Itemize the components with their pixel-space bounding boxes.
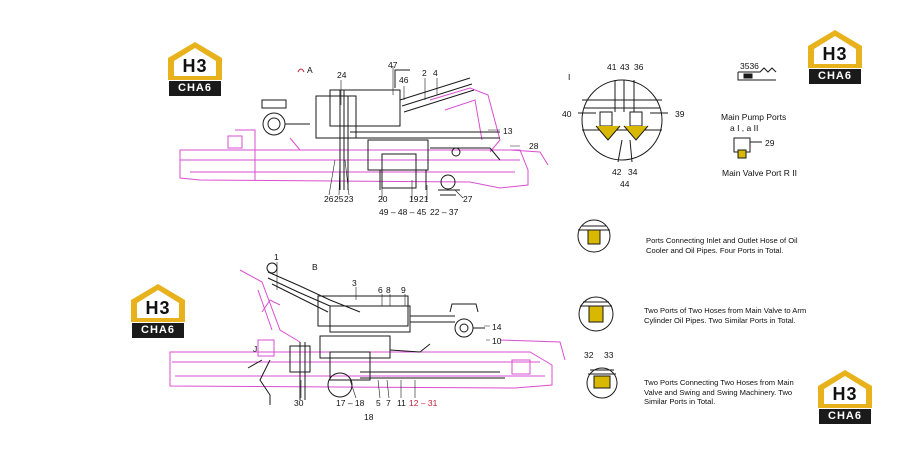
- callouts-detail: 41 43 36 40 39 42 34 44 3536 29 32 33: [562, 61, 775, 360]
- port-detail-3: [586, 367, 618, 399]
- callout: 40: [562, 109, 572, 119]
- callout: 46: [399, 75, 409, 85]
- callout: 19: [409, 194, 419, 204]
- logo-mark: H3: [145, 298, 171, 318]
- callout: 4: [433, 68, 438, 78]
- callout: 5: [376, 398, 381, 408]
- top-frame: [179, 87, 549, 189]
- port-detail-1: [577, 219, 611, 253]
- top-components: [261, 69, 501, 196]
- logo-text: CHA6: [819, 409, 871, 424]
- bottom-components: [247, 262, 505, 405]
- port-captions: Main Pump Ports a I , a II Main Valve Po…: [721, 112, 797, 178]
- callout: 33: [604, 350, 614, 360]
- callout: 11: [397, 398, 406, 408]
- callout: 9: [401, 285, 406, 295]
- logo-mark: H3: [832, 384, 858, 404]
- callout: 39: [675, 109, 685, 119]
- main-valve-fitting: [733, 137, 762, 159]
- callout-range: 22 – 37: [430, 207, 459, 217]
- bottom-frame: [169, 269, 566, 389]
- main-valve-port-label: Main Valve Port R II: [722, 168, 797, 178]
- callout: 47: [388, 60, 398, 70]
- callout: 29: [765, 138, 775, 148]
- callout-range: 49 – 48 – 45: [379, 207, 427, 217]
- callout-range: 12 – 31: [409, 398, 438, 408]
- callout: 18: [364, 412, 374, 422]
- callouts-bottom: 1 3 6 8 9 14 10 30 17 – 18 18 5 7 11 12 …: [274, 252, 502, 422]
- callout: 6: [378, 285, 383, 295]
- callout: 44: [620, 179, 630, 189]
- callout: 27: [463, 194, 473, 204]
- callout: 10: [492, 336, 502, 346]
- note-oil-cooler-ports: Ports Connecting Inlet and Outlet Hose o…: [646, 236, 798, 255]
- main-pump-ports-label: Main Pump Ports: [721, 112, 786, 122]
- callout: 14: [492, 322, 502, 332]
- main-pump-fitting: [737, 67, 777, 81]
- view-label-b: B: [312, 262, 318, 272]
- callout: 13: [503, 126, 513, 136]
- callouts-top: 24 47 46 2 4 13 28 20 19 21 27 26 25 23 …: [324, 60, 539, 217]
- logo-text: CHA6: [809, 69, 861, 84]
- bottom-leaders: [276, 262, 490, 399]
- callout: 3536: [740, 61, 759, 71]
- view-markers: A B I J: [253, 65, 570, 354]
- callout: 32: [584, 350, 594, 360]
- callout: 8: [386, 285, 391, 295]
- main-pump-ports-sub: a I , a II: [730, 123, 758, 133]
- brand-logo: H3 CHA6: [166, 40, 224, 98]
- logo-mark: H3: [182, 56, 208, 76]
- callout: 24: [337, 70, 347, 80]
- brand-logo: H3 CHA6: [806, 28, 864, 86]
- callout: 3: [352, 278, 357, 288]
- callout: 30: [294, 398, 304, 408]
- callout: 34: [628, 167, 638, 177]
- callout: 36: [634, 62, 644, 72]
- brand-logo: H3 CHA6: [129, 282, 187, 340]
- logo-text: CHA6: [132, 323, 184, 338]
- view-label-i: I: [568, 72, 570, 82]
- note-arm-cylinder-ports: Two Ports of Two Hoses from Main Valve t…: [644, 306, 807, 325]
- note-swing-ports: Two Ports Connecting Two Hoses from Main…: [644, 378, 794, 407]
- port-detail-2: [578, 296, 614, 332]
- callout: 42: [612, 167, 622, 177]
- callout: 2: [422, 68, 427, 78]
- callout: 25: [334, 194, 344, 204]
- view-label-j: J: [253, 344, 257, 354]
- brand-logo: H3 CHA6: [816, 368, 874, 426]
- logo-mark: H3: [822, 44, 848, 64]
- callout: 21: [419, 194, 429, 204]
- callout: 28: [529, 141, 539, 151]
- callout: 20: [378, 194, 388, 204]
- callout: 41: [607, 62, 617, 72]
- view-label-a: A: [307, 65, 313, 75]
- detail-view-i: [578, 79, 668, 163]
- callout: 7: [386, 398, 391, 408]
- callout: 23: [344, 194, 354, 204]
- logo-text: CHA6: [169, 81, 221, 96]
- top-leaders: [328, 66, 520, 200]
- callout: 26: [324, 194, 334, 204]
- callout: 1: [274, 252, 279, 262]
- callout: 43: [620, 62, 630, 72]
- callout-range: 17 – 18: [336, 398, 365, 408]
